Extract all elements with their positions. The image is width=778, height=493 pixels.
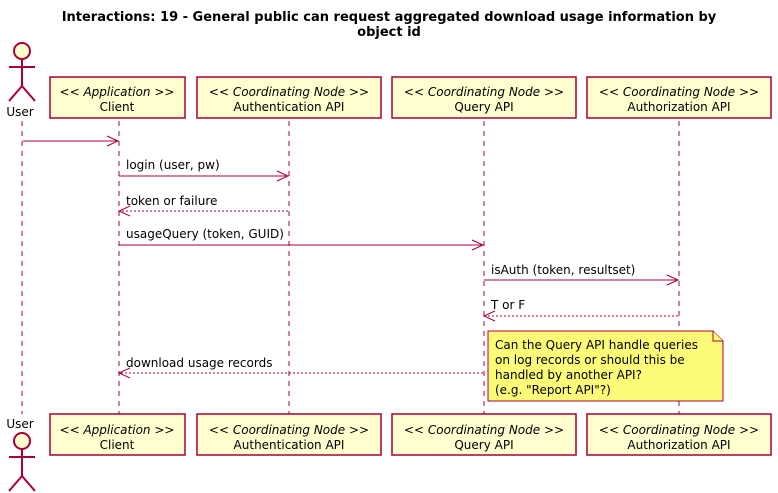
participant-stereotype: << Coordinating Node >> <box>599 85 759 99</box>
message-label: T or F <box>490 298 525 312</box>
message-t-or-f: T or F <box>482 298 678 322</box>
participant-authentication-api-bottom: << Coordinating Node >> Authentication A… <box>196 413 382 456</box>
message-label: usageQuery (token, GUID) <box>126 227 284 241</box>
message-label: download usage records <box>126 356 272 370</box>
participant-stereotype: << Application >> <box>60 85 175 99</box>
note-line-3: handled by another API? <box>495 368 642 382</box>
note-line-1: Can the Query API handle queries <box>495 338 698 352</box>
message-token-or-failure: token or failure <box>117 194 288 217</box>
participant-client-top: << Application >> Client <box>49 76 186 119</box>
participant-stereotype: << Coordinating Node >> <box>209 85 369 99</box>
participant-name: Authorization API <box>627 438 730 452</box>
actor-user-top: User <box>6 42 36 119</box>
actor-head-icon <box>13 42 31 60</box>
message-download-usage-records: download usage records <box>117 356 483 379</box>
actor-user-bottom: User <box>6 417 36 492</box>
participant-query-api-bottom: << Coordinating Node >> Query API <box>391 413 577 456</box>
participant-name: Client <box>100 100 135 114</box>
message-label: login (user, pw) <box>126 158 220 172</box>
message-label: isAuth (token, resultset) <box>491 263 635 277</box>
actor-label-top: User <box>6 105 33 119</box>
participant-authentication-api-top: << Coordinating Node >> Authentication A… <box>196 76 382 119</box>
message-user-to-client <box>23 135 120 147</box>
participant-name: Client <box>100 438 135 452</box>
participant-authorization-api-top: << Coordinating Node >> Authorization AP… <box>586 76 772 119</box>
participant-name: Authorization API <box>627 100 730 114</box>
message-login: login (user, pw) <box>119 158 290 182</box>
diagram-title-line-2: object id <box>357 25 421 40</box>
participant-name: Query API <box>454 100 513 114</box>
participant-client-bottom: << Application >> Client <box>49 413 186 456</box>
diagram-title-line-1: Interactions: 19 - General public can re… <box>62 10 717 25</box>
message-usage-query: usageQuery (token, GUID) <box>119 227 485 251</box>
participant-authorization-api-bottom: << Coordinating Node >> Authorization AP… <box>586 413 772 456</box>
participant-stereotype: << Coordinating Node >> <box>404 85 564 99</box>
actor-head-icon <box>13 432 31 450</box>
message-is-auth: isAuth (token, resultset) <box>484 263 680 286</box>
participant-stereotype: << Coordinating Node >> <box>404 423 564 437</box>
message-label: token or failure <box>126 194 217 208</box>
note-line-2: on log records or should this be <box>495 353 685 367</box>
note-line-4: (e.g. "Report API"?) <box>495 383 611 397</box>
participant-name: Authentication API <box>234 100 345 114</box>
actor-label-bottom: User <box>6 417 33 431</box>
participant-name: Query API <box>454 438 513 452</box>
note: Can the Query API handle queries on log … <box>487 330 724 402</box>
participant-stereotype: << Application >> <box>60 423 175 437</box>
participant-query-api-top: << Coordinating Node >> Query API <box>391 76 577 119</box>
participant-stereotype: << Coordinating Node >> <box>599 423 759 437</box>
participant-stereotype: << Coordinating Node >> <box>209 423 369 437</box>
participant-name: Authentication API <box>234 438 345 452</box>
